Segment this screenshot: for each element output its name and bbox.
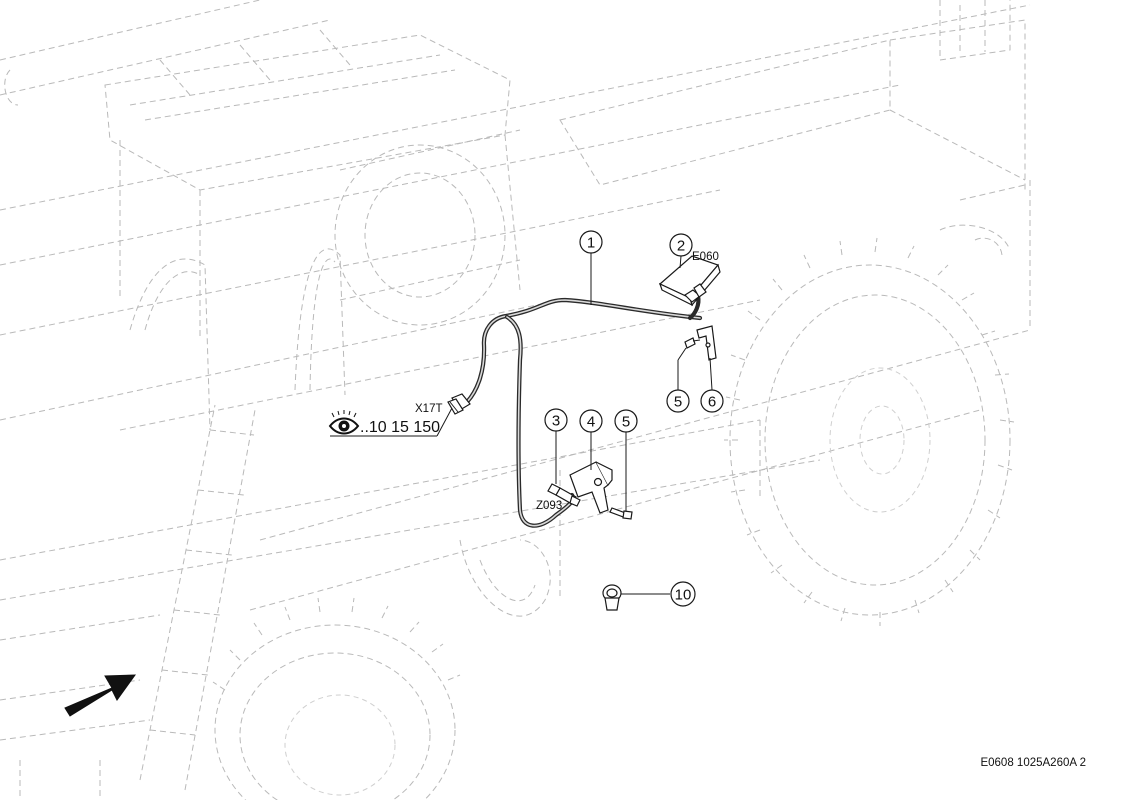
balloon-6-label: 6 bbox=[708, 394, 716, 411]
balloon-5-upper-label: 5 bbox=[674, 394, 682, 411]
balloon-5-upper: 5 bbox=[666, 389, 690, 413]
tag-x17t: X17T bbox=[415, 403, 443, 415]
balloon-5-lower-label: 5 bbox=[622, 414, 630, 431]
reference-text: ..10 15 150 bbox=[360, 419, 440, 436]
balloon-5-lower: 5 bbox=[614, 409, 638, 433]
tag-e060: E060 bbox=[692, 251, 719, 263]
bracket-6 bbox=[696, 325, 717, 361]
machine-outline bbox=[0, 0, 1031, 800]
balloon-3-label: 3 bbox=[552, 413, 560, 430]
balloon-10-label: 10 bbox=[675, 587, 692, 604]
bolt-5-lower bbox=[609, 507, 633, 520]
wiring-harness bbox=[464, 293, 703, 528]
connector-x17t bbox=[447, 393, 471, 415]
arrow-icon bbox=[64, 674, 137, 717]
grommet-10 bbox=[602, 584, 622, 611]
balloon-2-label: 2 bbox=[677, 238, 685, 255]
eye-icon bbox=[328, 410, 360, 435]
balloon-4-label: 4 bbox=[587, 414, 595, 431]
balloon-1: 1 bbox=[579, 230, 603, 254]
leader-lines bbox=[330, 252, 713, 595]
bolt-5-upper bbox=[684, 337, 701, 349]
sensor-z093 bbox=[547, 483, 581, 507]
balloon-6: 6 bbox=[700, 389, 724, 413]
drawing-code: E0608 1025A260A 2 bbox=[980, 757, 1086, 769]
module-e060 bbox=[658, 255, 721, 307]
balloon-2: 2 bbox=[669, 233, 693, 257]
balloon-10: 10 bbox=[670, 581, 696, 607]
balloon-3: 3 bbox=[544, 408, 568, 432]
bracket-4 bbox=[569, 461, 613, 514]
balloon-4: 4 bbox=[579, 409, 603, 433]
tag-z093: Z093 bbox=[536, 500, 562, 512]
balloon-1-label: 1 bbox=[587, 235, 595, 252]
